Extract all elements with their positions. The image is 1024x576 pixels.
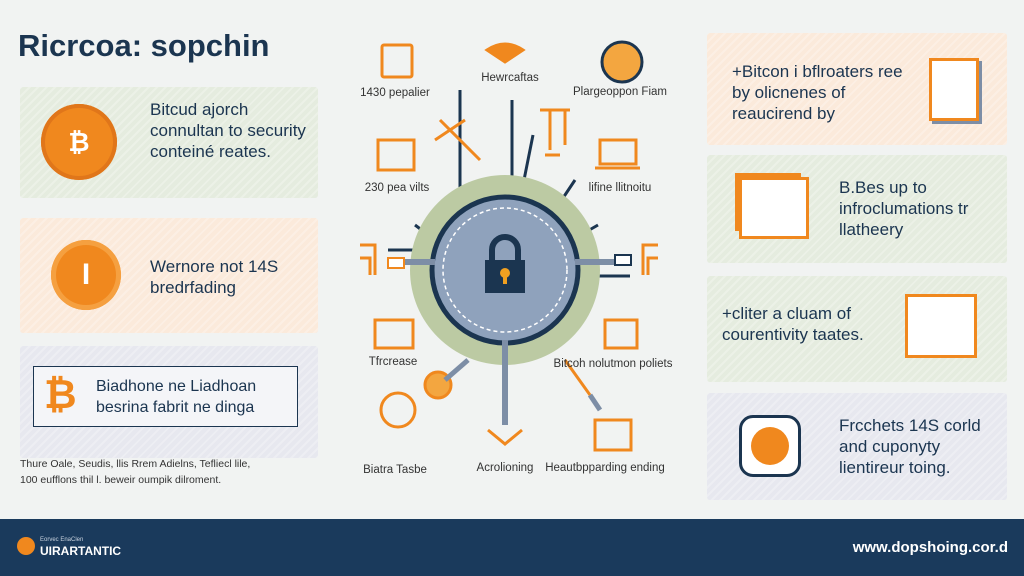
left-card-2-text: Wernore not 14S bredrfading	[150, 257, 279, 297]
right-card-1: +Bitcon i bflroaters ree by olicnenes of…	[707, 33, 1007, 145]
brand-name: UIRARTANTIC	[40, 544, 122, 558]
left-card-3-box: ₿ Biadhone ne Liadhoan besrina fabrit ne…	[33, 366, 298, 427]
right-card-1-text: +Bitcon i bflroaters ree by olicnenes of…	[732, 62, 903, 123]
brand-small: Eorvec EnaClen	[40, 537, 84, 543]
right-card-4: Frcchets 14S corld and cuponyty lientire…	[707, 393, 1007, 500]
left-card-1-text: Bitcud ajorch connultan to security cont…	[150, 100, 306, 161]
right-card-3: +cliter a cluam of courentivity taates.	[707, 276, 1007, 382]
page-title: Ricrcoa: sopchin	[18, 28, 270, 63]
left-card-3: ₿ Biadhone ne Liadhoan besrina fabrit ne…	[20, 346, 318, 458]
brand-logo-icon	[17, 537, 35, 555]
website-link[interactable]: www.dopshoing.cor.d	[852, 539, 1008, 556]
hub-label: 1430 pepalier	[360, 87, 430, 99]
footnote-line: Thure Oale, Seudis, llis Rrem Adielns, T…	[20, 458, 251, 470]
hub-label: Tfrcrease	[368, 356, 418, 368]
left-card-2: I Wernore not 14S bredrfading	[20, 218, 318, 333]
network-icon	[739, 415, 801, 477]
right-card-2: B.Bes up to infroclumations tr llatheery	[707, 155, 1007, 263]
documents-icon	[929, 58, 979, 121]
right-card-4-text: Frcchets 14S corld and cuponyty lientire…	[839, 416, 981, 477]
files-icon	[739, 177, 809, 239]
hub-label: Hewrcaftas	[481, 72, 539, 84]
hub-label: Biatra Tasbe	[363, 464, 427, 476]
bitcoin-badge-icon: ₿	[41, 104, 117, 180]
left-card-1: ₿ Bitcud ajorch connultan to security co…	[20, 87, 318, 198]
left-card-3-text: Biadhone ne Liadhoan besrina fabrit ne d…	[96, 378, 257, 416]
padlock-icon	[485, 234, 525, 293]
hub-label: Bitcoh nolutmon poliets	[553, 358, 673, 370]
hub-label: lifine llitnoitu	[588, 182, 652, 194]
footer: Eorvec EnaClen UIRARTANTIC www.dopshoing…	[0, 519, 1024, 576]
security-hub-diagram	[360, 40, 658, 452]
footnote: Thure Oale, Seudis, llis Rrem Adielns, T…	[20, 456, 250, 488]
bitcoin-icon: ₿	[44, 373, 77, 417]
footnote-line: 100 eufflons thil l. beweir oumpik dilro…	[20, 474, 222, 486]
hub-label: Plargeoppon Fiam	[573, 86, 667, 98]
hub-label: 230 pea vilts	[364, 182, 430, 194]
bar-chart-icon	[905, 294, 977, 358]
right-card-2-text: B.Bes up to infroclumations tr llatheery	[839, 178, 969, 239]
hub-label: Acrolioning	[476, 462, 534, 474]
hub-label: Heautbpparding ending	[545, 462, 665, 474]
pillar-coin-icon: I	[51, 240, 121, 310]
right-card-3-text: +cliter a cluam of courentivity taates.	[722, 304, 864, 344]
